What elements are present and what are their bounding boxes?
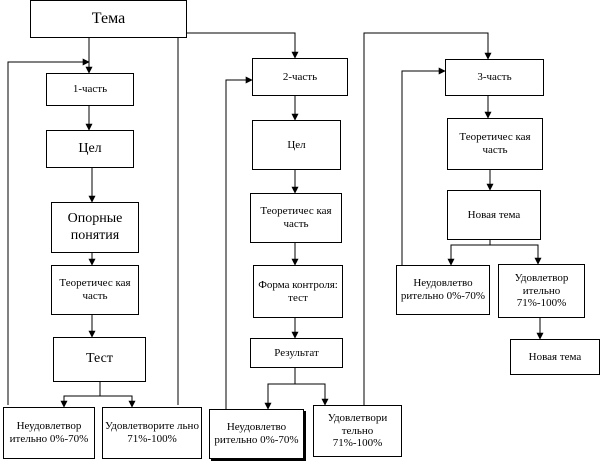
- part2-pass-label: Удовлетвори тельно 71%-100%: [327, 412, 388, 450]
- arrow-p1-test-fail: [60, 382, 101, 408]
- part2-result-label: Результат: [274, 346, 319, 359]
- part3-title-box: 3-часть: [445, 59, 544, 96]
- part2-theory-box: Теоретичес кая часть: [250, 193, 342, 243]
- part1-theory-label: Теоретичес кая часть: [59, 277, 131, 302]
- arrow-p2-result-fail: [264, 368, 296, 410]
- part1-test-label: Тест: [86, 351, 113, 367]
- part3-pass-box: Удовлетвор ительно 71%-100%: [498, 264, 585, 318]
- root-topic-box: Тема: [30, 0, 187, 38]
- part3-new-topic-label: Новая тема: [467, 208, 521, 221]
- part1-pass-label: Удовлетворите льно 71%-100%: [105, 420, 199, 445]
- part3-theory-box: Теоретичес кая часть: [447, 118, 543, 170]
- part1-title-box: 1-часть: [46, 73, 134, 106]
- wire-p2-pass-to-part3: [363, 32, 492, 405]
- part2-pass-box: Удовлетвори тельно 71%-100%: [313, 405, 402, 457]
- loop-part1-retry: [7, 58, 90, 405]
- part2-goal-box: Цел: [252, 120, 341, 170]
- arrow-p2-result-pass: [295, 383, 329, 406]
- part3-title-label: 3-часть: [477, 71, 512, 84]
- part1-pass-box: Удовлетворите льно 71%-100%: [102, 407, 202, 459]
- part1-test-box: Тест: [53, 337, 146, 382]
- wire-p1-pass-to-part2: [177, 32, 299, 405]
- part1-goal-box: Цел: [46, 130, 134, 168]
- part3-theory-label: Теоретичес кая часть: [459, 131, 531, 156]
- part1-goal-label: Цел: [78, 140, 102, 156]
- part3-new-topic-box: Новая тема: [447, 190, 541, 240]
- part1-fail-label: Неудовлетвор ительно 0%-70%: [9, 420, 89, 445]
- root-topic-label: Тема: [91, 9, 126, 27]
- arrow-p3-newtopic-fail: [447, 240, 491, 266]
- arrow-p3-newtopic-pass: [490, 244, 542, 265]
- part1-theory-box: Теоретичес кая часть: [51, 265, 139, 315]
- part2-control-box: Форма контроля: тест: [253, 265, 343, 318]
- part2-title-label: 2-часть: [282, 70, 318, 83]
- loop-part3-retry: [401, 67, 446, 267]
- part3-pass-label: Удовлетвор ительно 71%-100%: [514, 272, 569, 310]
- part2-theory-label: Теоретичес кая часть: [260, 205, 332, 230]
- part2-result-box: Результат: [250, 338, 343, 368]
- part2-fail-box: Неудовлетво рительно 0%-70%: [209, 409, 304, 459]
- part2-fail-label: Неудовлетво рительно 0%-70%: [214, 421, 299, 446]
- part2-goal-label: Цел: [287, 138, 306, 151]
- part2-title-box: 2-часть: [252, 58, 348, 96]
- part1-concepts-label: Опорные понятия: [67, 211, 123, 243]
- loop-part2-retry: [225, 76, 253, 410]
- part2-control-label: Форма контроля: тест: [258, 278, 338, 304]
- part3-next-topic-box: Новая тема: [510, 339, 600, 375]
- part1-concepts-box: Опорные понятия: [51, 202, 139, 253]
- part3-fail-label: Неудовлетво рительно 0%-70%: [400, 277, 486, 302]
- part1-fail-box: Неудовлетвор ительно 0%-70%: [3, 407, 95, 459]
- part3-next-topic-label: Новая тема: [528, 350, 582, 363]
- arrow-p1-test-pass: [99, 382, 136, 408]
- part3-fail-box: Неудовлетво рительно 0%-70%: [396, 265, 490, 315]
- part1-title-label: 1-часть: [72, 83, 108, 96]
